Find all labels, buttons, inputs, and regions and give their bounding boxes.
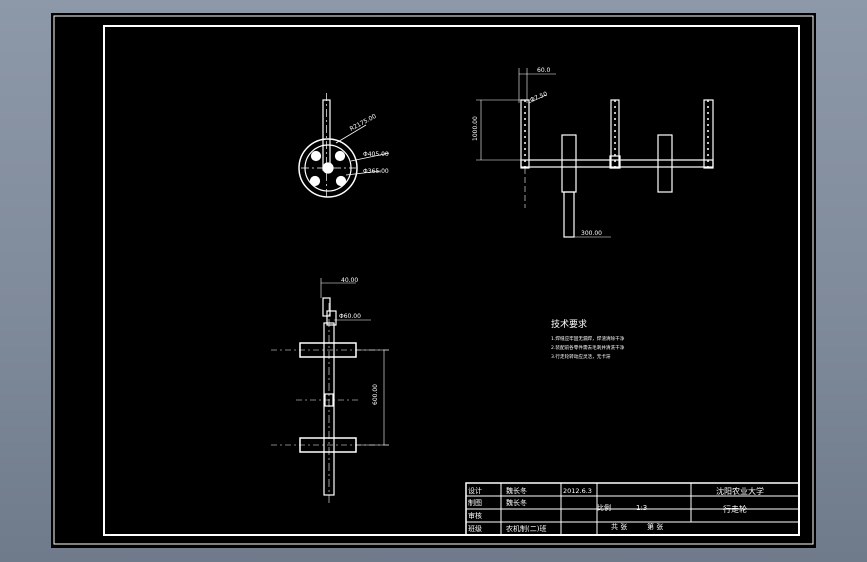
tb-sheets: 共 张: [611, 522, 627, 531]
tb-sheet-no: 第 张: [647, 522, 663, 531]
dim-height-1000: 1000.00: [472, 116, 479, 141]
dim-diameter-2: Φ365.00: [363, 168, 389, 175]
tb-class-label: 班级: [468, 524, 482, 533]
tb-scale-label: 比例: [597, 503, 611, 512]
inner-frame: [103, 25, 800, 536]
notes-title: 技术要求: [551, 318, 587, 330]
dim-radius-1: R2175.00: [349, 113, 378, 133]
dim-height-600: 600.00: [372, 384, 379, 405]
tb-scale-value: 1:3: [636, 504, 647, 512]
tb-design-name: 魏长冬: [506, 486, 527, 495]
tb-check-label: 审核: [468, 511, 482, 520]
front-view: [476, 68, 714, 238]
top-view: [298, 93, 390, 198]
dim-diameter-60: Φ60.00: [339, 313, 361, 320]
cad-drawing: R2175.00 Φ405.00 Φ365.00 60.0 Φ7.50 1000…: [53, 15, 814, 545]
dim-width-300: 300.00: [581, 230, 602, 237]
title-block: [465, 482, 800, 536]
tb-draw-name: 魏长冬: [506, 498, 527, 507]
tb-design-label: 设计: [468, 486, 482, 495]
dim-diameter-1: Φ405.00: [363, 151, 389, 158]
dim-diameter-7-5: Φ7.50: [529, 91, 549, 104]
note-item-1: 1.焊缝应牢固无漏焊，焊渣清除干净: [551, 335, 625, 342]
tb-design-date: 2012.6.3: [563, 487, 592, 495]
note-item-2: 2.装配前各零件需去毛刺并清洗干净: [551, 344, 625, 351]
tb-draw-label: 制图: [468, 498, 482, 507]
note-item-3: 3.行走轮转动应灵活，无卡滞: [551, 353, 611, 360]
outer-frame: [53, 15, 814, 545]
drawing-viewport[interactable]: R2175.00 Φ405.00 Φ365.00 60.0 Φ7.50 1000…: [51, 13, 816, 548]
dim-width-40: 40.00: [341, 277, 358, 284]
dim-width-60: 60.0: [537, 67, 551, 74]
tb-class-value: 农机制(二)班: [506, 524, 546, 533]
tb-school: 沈阳农业大学: [716, 486, 764, 496]
side-view: [271, 278, 391, 503]
tb-part-name: 行走轮: [723, 504, 747, 514]
